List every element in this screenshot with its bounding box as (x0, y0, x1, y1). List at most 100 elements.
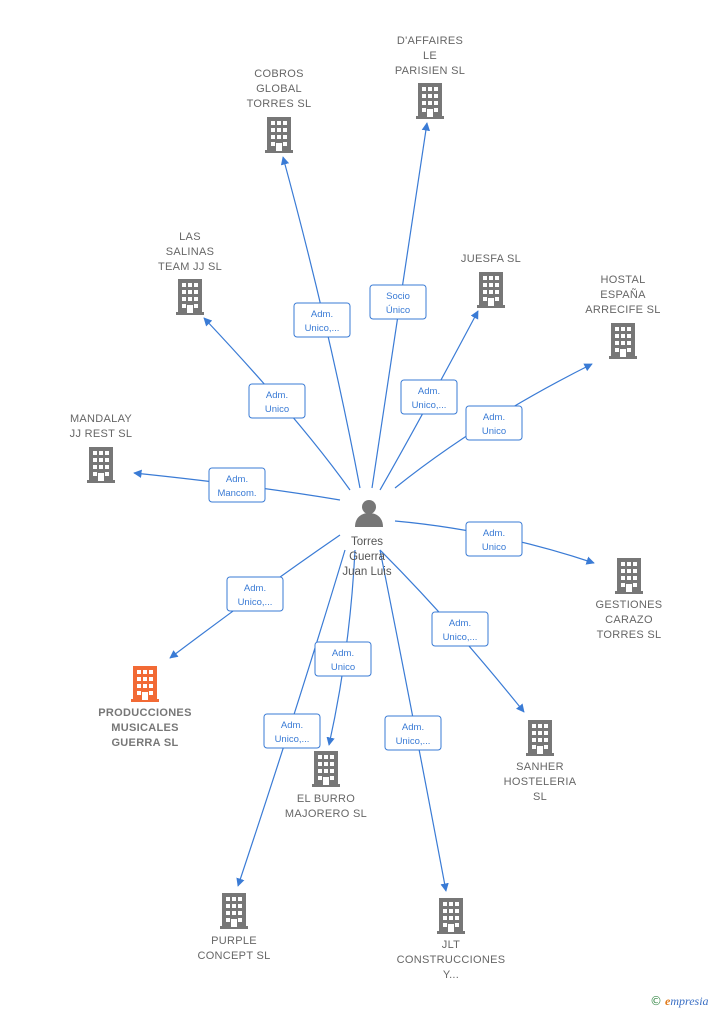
company-label-line-1: COBROS (254, 68, 303, 80)
company-label-line-2: JJ REST SL (70, 428, 133, 440)
company-label-line-2: CARAZO (605, 614, 653, 626)
edge-jlt (379, 549, 449, 892)
role-label-cobros[interactable]: Adm. Unico,... (293, 302, 351, 338)
company-label-line-1: LAS (179, 231, 201, 243)
role-label-purple[interactable]: Adm.Unico,... (263, 713, 321, 749)
role-label-line-2: Unico (265, 404, 289, 415)
role-label-line-2: Unico,... (275, 734, 310, 745)
brand-watermark: ©empresia (650, 994, 709, 1009)
company-label-line-2: MUSICALES (111, 722, 178, 734)
role-label-salinas[interactable]: Adm.Unico (248, 383, 306, 419)
company-label-line-1: D'AFFAIRES (397, 35, 463, 47)
building-icon (312, 751, 340, 787)
company-node-mandalay[interactable]: MANDALAY JJ REST SL (70, 413, 133, 483)
company-node-jlt[interactable]: JLT CONSTRUCCIONES Y... (397, 898, 506, 981)
company-label-line-1: MANDALAY (70, 413, 132, 425)
edge-purple (236, 549, 346, 887)
role-label-box (465, 405, 523, 441)
role-label-line-1: Socio (386, 291, 410, 302)
role-label-line-1: Adm. (226, 474, 248, 485)
company-node-burro[interactable]: EL BURRO MAJORERO SL (285, 751, 367, 820)
role-label-box (293, 302, 351, 338)
role-label-line-1: Adm. (311, 309, 333, 320)
center-label-line-2: Guerra (349, 551, 385, 563)
role-label-juesfa[interactable]: Adm. Unico,... (400, 379, 458, 415)
company-node-purple[interactable]: PURPLE CONCEPT SL (197, 893, 270, 962)
role-label-line-2: Único (386, 305, 410, 316)
building-icon (416, 83, 444, 119)
role-label-line-1: Adm. (402, 722, 424, 733)
role-label-box (384, 715, 442, 751)
role-label-mandalay[interactable]: Adm. Mancom. (208, 467, 266, 503)
company-label-line-1: JLT (442, 939, 460, 951)
building-icon (437, 898, 465, 934)
building-icon (265, 117, 293, 153)
role-label-line-1: Adm. (418, 386, 440, 397)
company-label-line-3: PARISIEN SL (395, 65, 465, 77)
company-label-line-2: CONSTRUCCIONES (397, 954, 506, 966)
center-label-line-1: Torres (351, 536, 383, 548)
role-label-line-2: Unico (482, 542, 506, 553)
role-label-producciones[interactable]: Adm. Unico,... (226, 576, 284, 612)
brand-name: mpresia (670, 994, 709, 1008)
role-label-box (431, 611, 489, 647)
role-label-jlt[interactable]: Adm. Unico,... (384, 715, 442, 751)
company-node-juesfa[interactable]: JUESFA SL (461, 253, 521, 308)
role-label-line-1: Adm. (483, 528, 505, 539)
company-label-line-2: HOSTELERIA (504, 776, 577, 788)
building-icon (615, 558, 643, 594)
role-label-box (400, 379, 458, 415)
role-label-line-2: Unico,... (443, 632, 478, 643)
role-label-box (263, 713, 321, 749)
building-icon (87, 447, 115, 483)
company-node-gestiones[interactable]: GESTIONES CARAZO TORRES SL (596, 558, 663, 641)
role-label-box (248, 383, 306, 419)
role-label-line-1: Adm. (449, 618, 471, 629)
role-label-line-2: Unico,... (305, 323, 340, 334)
role-label-box (369, 284, 427, 320)
role-label-line-2: Unico (331, 662, 355, 673)
role-label-hostal[interactable]: Adm.Unico (465, 405, 523, 441)
company-label-line-2: CONCEPT SL (197, 950, 270, 962)
role-label-burro[interactable]: Adm. Unico (314, 641, 372, 677)
role-label-line-1: Adm. (332, 648, 354, 659)
company-label-line-2: MAJORERO SL (285, 808, 367, 820)
center-person-node[interactable]: Torres Guerra Juan Luis (342, 500, 392, 578)
role-label-line-1: Adm. (483, 412, 505, 423)
role-label-line-2: Unico,... (412, 400, 447, 411)
role-label-line-1: Adm. (244, 583, 266, 594)
building-icon (477, 272, 505, 308)
role-label-gestiones[interactable]: Adm. Unico (465, 521, 523, 557)
role-label-box (314, 641, 372, 677)
role-label-line-2: Unico,... (396, 736, 431, 747)
building-icon (176, 279, 204, 315)
role-label-box (465, 521, 523, 557)
company-label-line-1: GESTIONES (596, 599, 663, 611)
company-label-line-1: HOSTAL (601, 274, 646, 286)
company-label-line-1: EL BURRO (297, 793, 355, 805)
company-label-line-3: Y... (443, 969, 459, 981)
person-icon (355, 500, 383, 527)
building-icon (609, 323, 637, 359)
copyright-symbol: © (650, 994, 662, 1008)
building-icon (220, 893, 248, 929)
role-label-box (208, 467, 266, 503)
role-label-line-2: Unico,... (238, 597, 273, 608)
brand-logo-initial: e (665, 994, 671, 1008)
center-label-line-3: Juan Luis (342, 566, 391, 578)
company-label-line-3: ARRECIFE SL (585, 304, 660, 316)
company-label-line-3: TORRES SL (597, 629, 662, 641)
role-label-sanher[interactable]: Adm. Unico,... (431, 611, 489, 647)
role-label-line-2: Mancom. (217, 488, 256, 499)
company-label-line-1: PURPLE (211, 935, 257, 947)
building-icon (131, 666, 159, 702)
company-label-line-2: SALINAS (166, 246, 215, 258)
